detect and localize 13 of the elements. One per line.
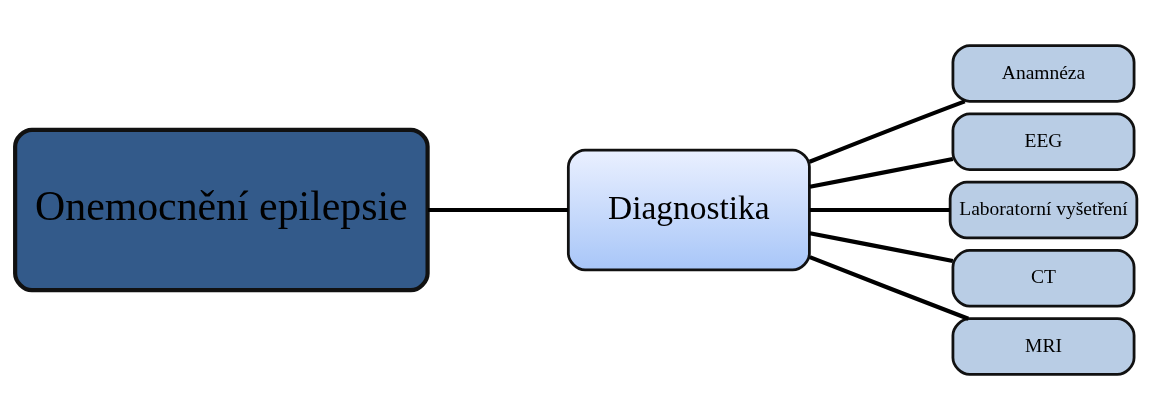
node-box: CT xyxy=(951,248,1136,308)
connector xyxy=(809,156,954,189)
connector xyxy=(427,207,569,212)
node-box: Diagnostika xyxy=(566,148,811,271)
node-box: EEG xyxy=(951,111,1136,171)
connector xyxy=(809,230,954,263)
connector xyxy=(808,98,966,164)
node-box: MRI xyxy=(951,316,1136,376)
node-box: Laboratorní vyšetření xyxy=(948,180,1139,239)
node-box: Onemocnění epilepsie xyxy=(13,127,430,292)
node-box: Anamnéza xyxy=(951,43,1136,103)
connector xyxy=(809,254,970,321)
connector xyxy=(809,207,951,212)
